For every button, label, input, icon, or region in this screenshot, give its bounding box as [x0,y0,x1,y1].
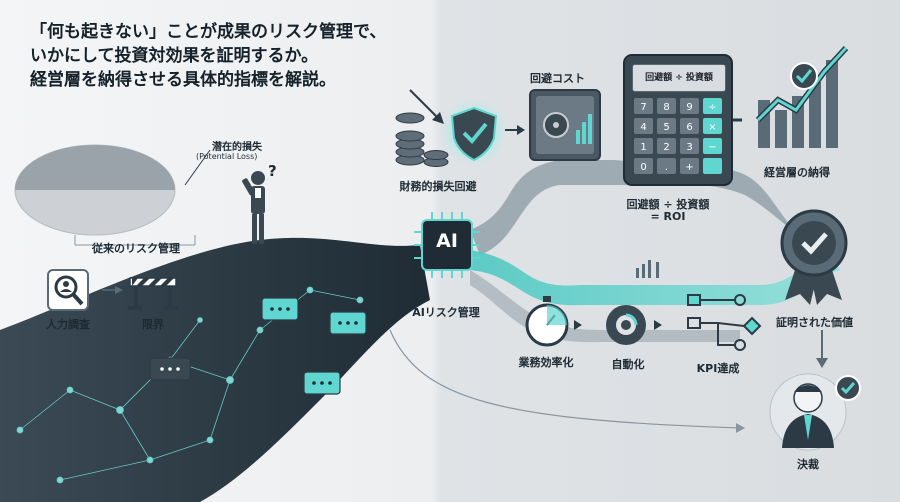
roi-formula-line-2: = ROI [650,210,686,223]
decision-label: 決裁 [797,458,819,471]
confused-businessman [242,171,265,244]
calculator-key-label: + [685,162,693,173]
calculator-key [634,118,653,134]
potential-loss-label: 潜在的損失 [212,142,262,153]
calculator-key [680,118,699,134]
magnifier-person-icon [47,269,89,311]
calculator-key [703,158,722,174]
calculator-key [634,158,653,174]
calculator-key-label: ÷ [708,102,716,113]
efficiency-label: 業務効率化 [518,356,574,369]
calculator-key [657,118,676,134]
calculator-key-label: 2 [663,142,669,153]
calculator-key [680,158,699,174]
limit-label: 限界 [142,318,164,331]
calculator-key-label: 6 [686,122,692,133]
calculator-key [657,138,676,154]
calculator-key-label: × [708,122,716,133]
avoided-cost-label: 回避コスト [530,72,585,85]
shield-check-icon [450,106,498,162]
calculator-key [657,98,676,114]
coins-icon [395,112,449,167]
flowchart-icon [687,294,762,351]
barrier-icon [128,277,178,310]
calculator-key-label: 1 [640,142,646,153]
calculator-key [657,158,676,174]
calculator-key-label: 4 [640,122,646,133]
roi-formula-line-1: 回避額 ÷ 投資額 [626,198,710,211]
calculator-key [703,98,722,114]
headline-line-3: 経営層を納得させる具体的指標を解説。 [30,70,336,90]
calculator-key-label: 9 [686,102,692,113]
question-mark: ? [268,162,277,180]
financial-loss-avoidance-label: 財務的損失回避 [399,180,477,193]
ai-risk-management-label: AIリスク管理 [412,306,480,319]
calculator-key [680,98,699,114]
teal-flow-band [470,250,840,306]
calculator-key-label: 0 [640,162,646,173]
manual-investigation-label: 人力調査 [46,318,90,331]
calculator-key [703,118,722,134]
dark-wave [0,237,430,502]
stopwatch-icon [525,296,569,347]
ai-chip-label: AI [436,230,458,252]
gear-icon [606,305,646,345]
kpi-achievement-label: KPI達成 [696,362,740,375]
calculator-key [634,138,653,154]
ai-chip-icon [414,212,480,278]
calculator-key-label: − [708,142,716,153]
calculator-key-label: . [665,162,668,173]
automation-label: 自動化 [611,358,645,371]
calculator-key-label: 3 [686,142,692,153]
arrow-down-to-decision [389,329,741,429]
calculator-key [634,98,653,114]
headline-line-2: いかにして投資対効果を証明するか。 [30,46,319,66]
executive-buy-in-label: 経営層の納得 [764,166,830,179]
headline-line-1: 「何も起きない」ことが成果のリスク管理で、 [30,22,387,42]
calculator-screen: 回避額 ÷ 投資額 [632,64,726,92]
upper-flow-band [470,160,830,255]
calculator-key [680,138,699,154]
calculator-key-label: 8 [663,102,669,113]
traditional-risk-label: 従来のリスク管理 [92,242,180,255]
calculator-key-label: 7 [640,102,646,113]
calculator-key [703,138,722,154]
proven-value-label: 証明された価値 [776,316,853,329]
rising-chart-icon [755,45,849,148]
arrow-into-shield [409,89,441,121]
award-badge-icon [780,209,848,305]
safe-icon [529,89,601,161]
calculator-key-label: 5 [663,122,669,133]
executive-avatar [769,373,861,451]
potential-loss-en-label: (Potential Loss) [196,152,258,161]
headline: 「何も起きない」ことが成果のリスク管理で、 いかにして投資対効果を証明するか。 … [30,20,386,92]
